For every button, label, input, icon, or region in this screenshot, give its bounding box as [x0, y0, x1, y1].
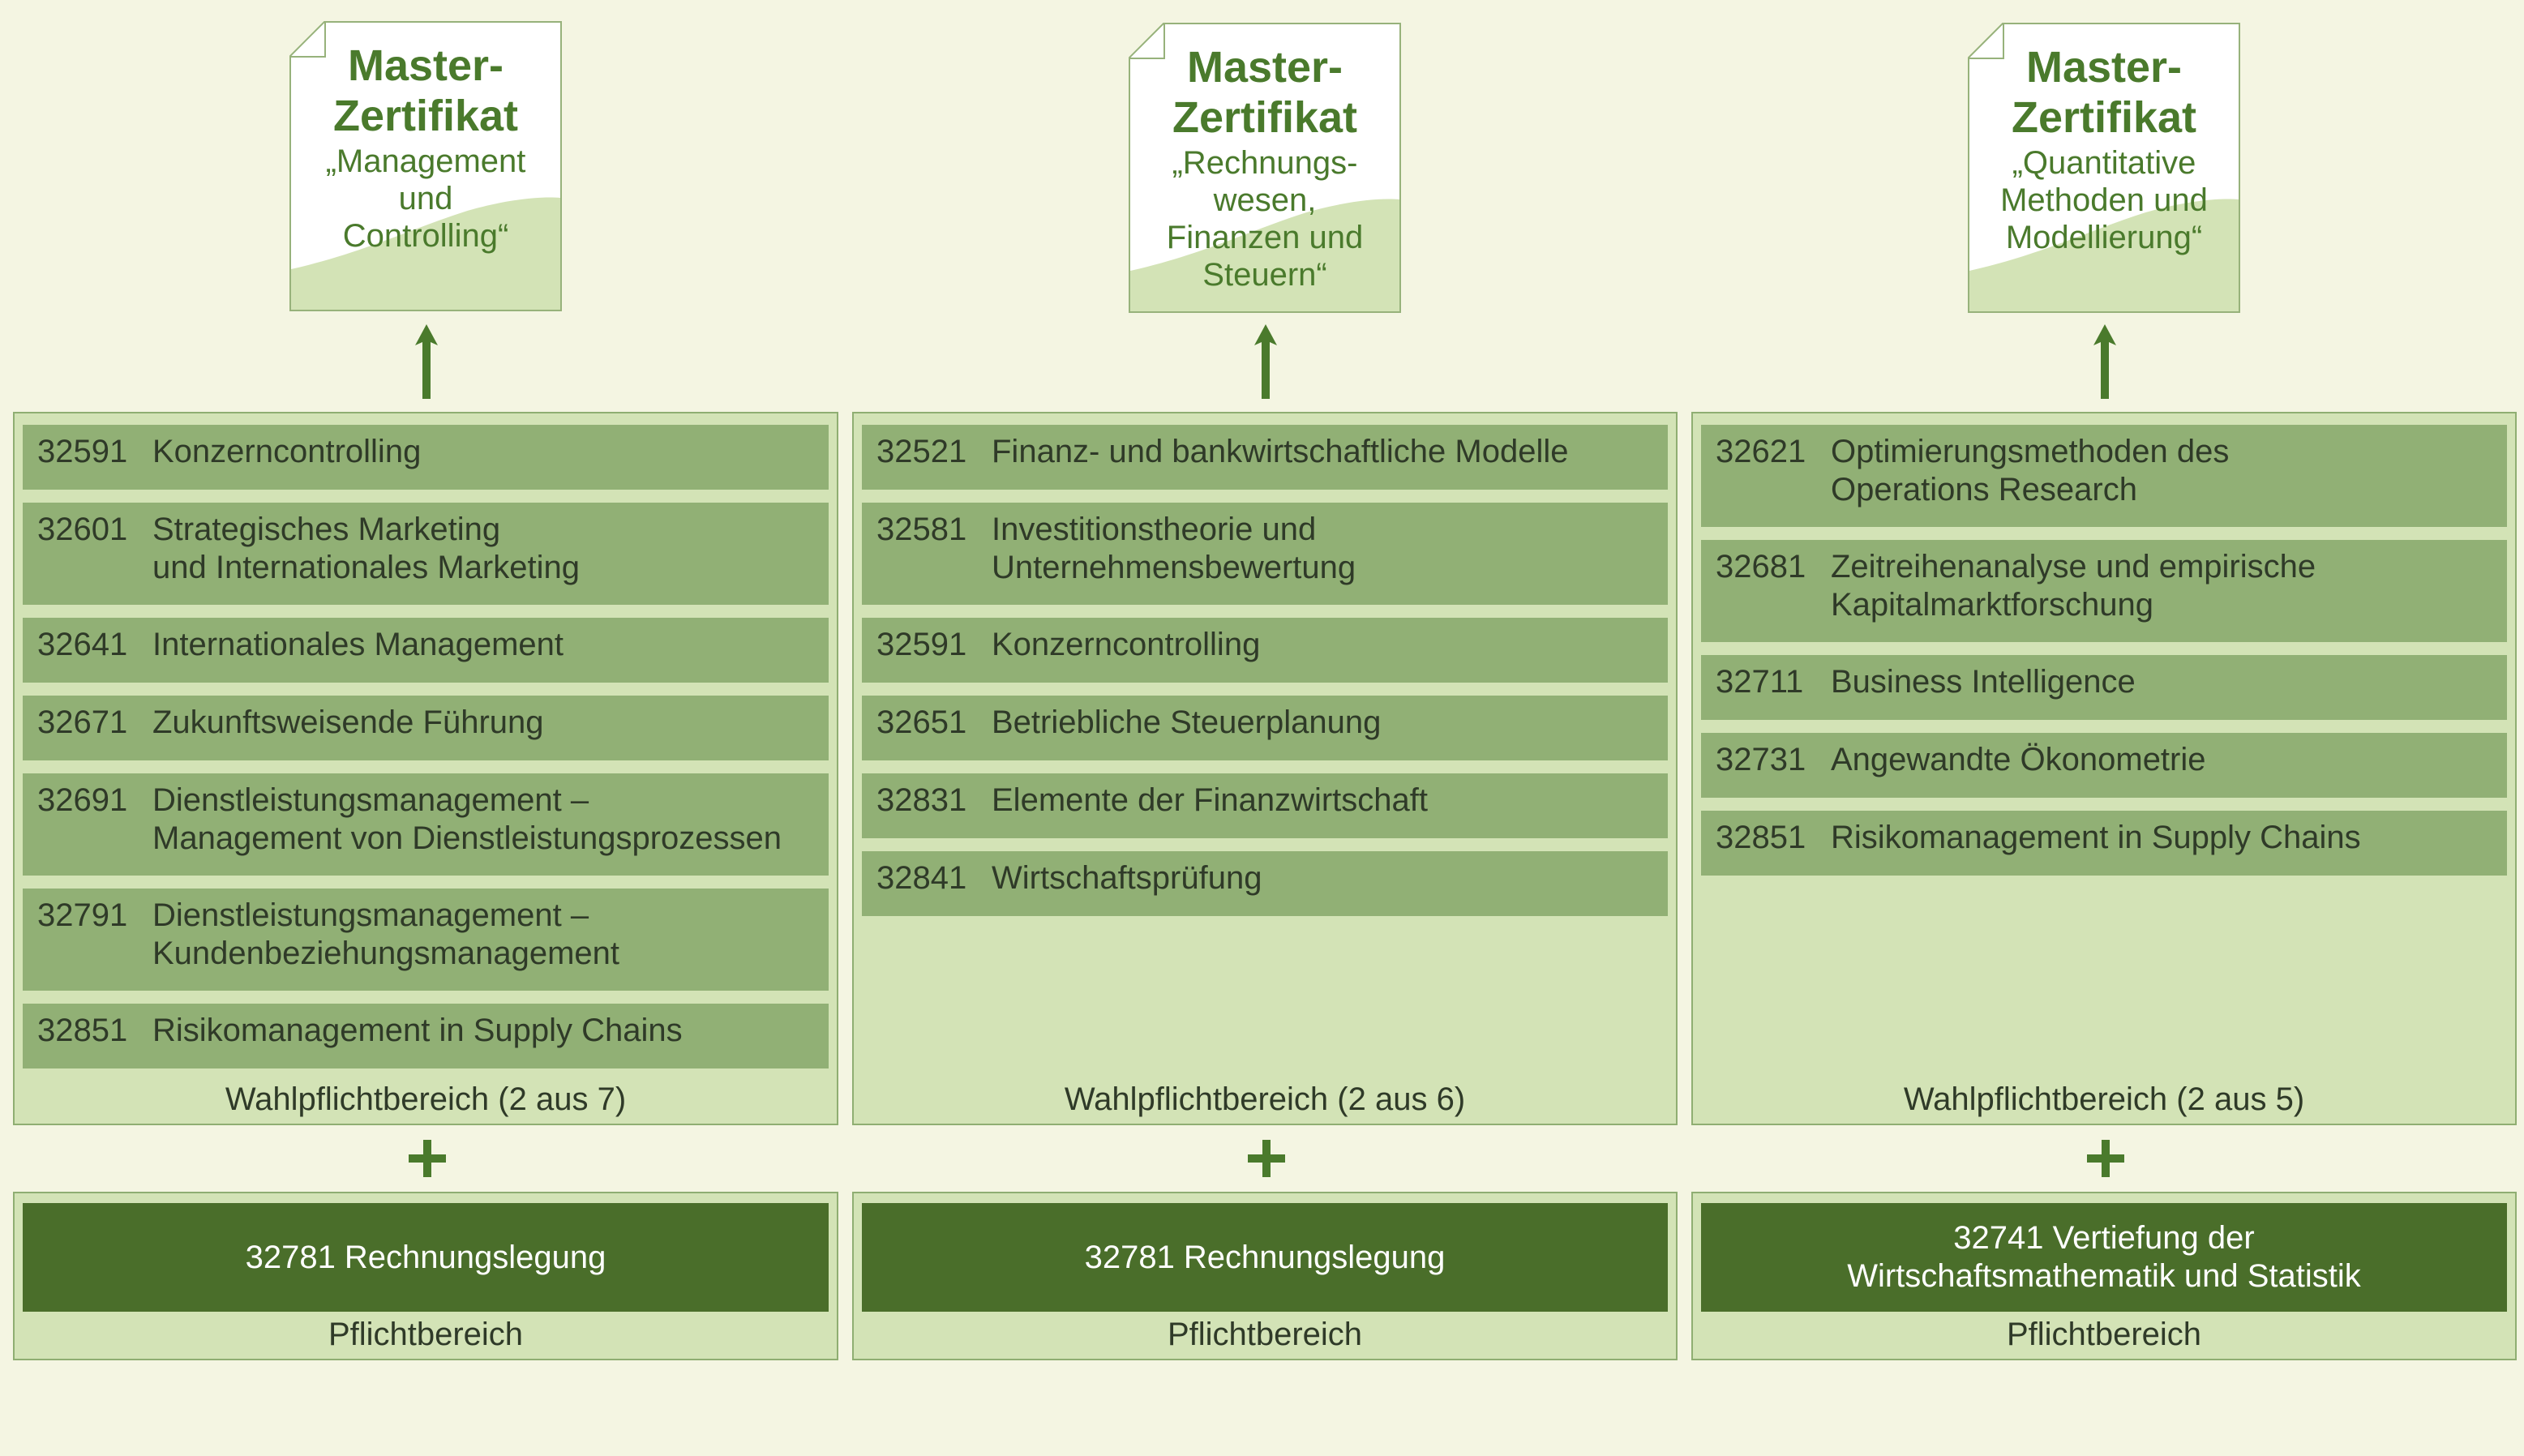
elective-area: 32521 Finanz- und bankwirtschaftliche Mo… — [852, 412, 1678, 1125]
module-item: 32791 Dienstleistungsmanagement – Kunden… — [23, 889, 829, 991]
module-item: 32681 Zeitreihenanalyse und empirische K… — [1701, 540, 2507, 642]
module-number: 32831 — [876, 782, 967, 818]
module-item: 32581 Investitionstheorie und Unternehme… — [862, 503, 1668, 605]
module-item: 32671 Zukunftsweisende Führung — [23, 696, 829, 760]
up-arrow-icon — [1254, 324, 1277, 399]
certificate-wave-decoration — [1969, 199, 2239, 311]
module-item: 32731 Angewandte Ökonometrie — [1701, 733, 2507, 798]
module-item: 32621 Optimierungsmethoden des Operation… — [1701, 425, 2507, 527]
module-title: Zukunftsweisende Führung — [152, 704, 544, 740]
module-number: 32851 — [1716, 820, 1806, 855]
module-number: 32711 — [1716, 664, 1804, 700]
mandatory-area: 32781 Rechnungslegung Pflichtbereich — [852, 1192, 1678, 1360]
module-item: 32691 Dienstleistungsmanagement – Manage… — [23, 773, 829, 876]
module-title: Investitionstheorie und Unternehmensbewe… — [992, 512, 1356, 585]
module-number: 32681 — [1716, 549, 1806, 585]
module-number: 32591 — [876, 627, 967, 662]
elective-area-label: Wahlpflichtbereich (2 aus 5) — [1903, 1081, 2305, 1117]
module-number: 32791 — [37, 897, 128, 933]
module-number: 32581 — [876, 512, 967, 547]
module-item: 32521 Finanz- und bankwirtschaftliche Mo… — [862, 425, 1668, 490]
up-arrow-icon — [415, 324, 438, 399]
module-item: 32651 Betriebliche Steuerplanung — [862, 696, 1668, 760]
module-item: 32851 Risikomanagement in Supply Chains — [23, 1004, 829, 1068]
module-title: Internationales Management — [152, 627, 564, 662]
module-title: Risikomanagement in Supply Chains — [1831, 820, 2361, 855]
module-item: 32591 Konzerncontrolling — [23, 425, 829, 490]
plus-icon — [2087, 1140, 2124, 1177]
module-title: Wirtschaftsprüfung — [992, 860, 1262, 896]
module-number: 32671 — [37, 704, 128, 740]
mandatory-module: 32781 Rechnungslegung — [23, 1203, 829, 1312]
module-title: Finanz- und bankwirtschaftliche Modelle — [992, 434, 1569, 469]
certificate-document: Master- Zertifikat „Rechnungs- wesen, Fi… — [1129, 23, 1401, 313]
module-item: 32641 Internationales Management — [23, 618, 829, 683]
elective-area: 32621 Optimierungsmethoden des Operation… — [1691, 412, 2517, 1125]
elective-area-label: Wahlpflichtbereich (2 aus 7) — [225, 1081, 627, 1117]
module-number: 32851 — [37, 1013, 128, 1048]
module-number: 32621 — [1716, 434, 1806, 469]
certificate-title-line1: Master- — [347, 41, 504, 90]
module-number: 32731 — [1716, 742, 1806, 777]
module-title: Optimierungsmethoden des Operations Rese… — [1831, 434, 2230, 507]
mandatory-module: 32781 Rechnungslegung — [862, 1203, 1668, 1312]
module-number: 32691 — [37, 782, 128, 818]
module-number: 32841 — [876, 860, 967, 896]
module-number: 32641 — [37, 627, 128, 662]
module-title: Zeitreihenanalyse und empirische Kapital… — [1831, 549, 2316, 623]
certificate-title-line2: Zertifikat — [2011, 93, 2197, 142]
certificate-wave-decoration — [1130, 199, 1399, 311]
certificate-document: Master- Zertifikat „Quantitative Methode… — [1968, 23, 2240, 313]
certificate-title-line2: Zertifikat — [1172, 93, 1358, 142]
certificate-column-management-controlling: Master- Zertifikat „Management und Contr… — [13, 0, 838, 1456]
module-item: 32841 Wirtschaftsprüfung — [862, 851, 1668, 916]
mandatory-area-label: Pflichtbereich — [328, 1317, 524, 1352]
module-item: 32851 Risikomanagement in Supply Chains — [1701, 811, 2507, 876]
module-title: Strategisches Marketing und Internationa… — [152, 512, 580, 585]
module-item: 32591 Konzerncontrolling — [862, 618, 1668, 683]
module-item: 32831 Elemente der Finanzwirtschaft — [862, 773, 1668, 838]
mandatory-area-label: Pflichtbereich — [1167, 1317, 1363, 1352]
certificate-title-line1: Master- — [2025, 43, 2183, 92]
elective-area-label: Wahlpflichtbereich (2 aus 6) — [1064, 1081, 1466, 1117]
plus-icon — [409, 1140, 446, 1177]
module-title: Angewandte Ökonometrie — [1831, 742, 2206, 777]
module-title: Betriebliche Steuerplanung — [992, 704, 1382, 740]
elective-area: 32591 Konzerncontrolling 32601 Strategis… — [13, 412, 838, 1125]
certificate-wave-decoration — [291, 197, 560, 310]
module-number: 32601 — [37, 512, 128, 547]
certificate-subtitle: „Management und Controlling“ — [325, 143, 526, 254]
module-title: Dienstleistungsmanagement – Management v… — [152, 782, 782, 856]
up-arrow-icon — [2093, 324, 2116, 399]
mandatory-area: 32781 Rechnungslegung Pflichtbereich — [13, 1192, 838, 1360]
certificate-subtitle: „Quantitative Methoden und Modellierung“ — [2000, 145, 2208, 255]
module-item: 32601 Strategisches Marketing und Intern… — [23, 503, 829, 605]
mandatory-area: 32741 Vertiefung der Wirtschaftsmathemat… — [1691, 1192, 2517, 1360]
mandatory-area-label: Pflichtbereich — [2006, 1317, 2202, 1352]
module-title: Business Intelligence — [1831, 664, 2136, 700]
module-title: Elemente der Finanzwirtschaft — [992, 782, 1429, 818]
module-number: 32651 — [876, 704, 967, 740]
module-title: Konzerncontrolling — [152, 434, 422, 469]
module-number: 32521 — [876, 434, 967, 469]
certificate-title-line1: Master- — [1186, 43, 1343, 92]
certificate-document: Master- Zertifikat „Management und Contr… — [289, 21, 562, 311]
module-title: Dienstleistungsmanagement – Kundenbezieh… — [152, 897, 619, 971]
certificate-column-rechnungswesen: Master- Zertifikat „Rechnungs- wesen, Fi… — [852, 0, 1678, 1456]
module-title: Risikomanagement in Supply Chains — [152, 1013, 683, 1048]
mandatory-module: 32741 Vertiefung der Wirtschaftsmathemat… — [1701, 1203, 2507, 1312]
module-title: Konzerncontrolling — [992, 627, 1261, 662]
module-item: 32711 Business Intelligence — [1701, 655, 2507, 720]
plus-icon — [1248, 1140, 1285, 1177]
certificate-subtitle: „Rechnungs- wesen, Finanzen und Steuern“ — [1166, 145, 1364, 293]
module-number: 32591 — [37, 434, 128, 469]
certificate-title-line2: Zertifikat — [332, 92, 519, 140]
certificate-column-quantitative-methoden: Master- Zertifikat „Quantitative Methode… — [1691, 0, 2517, 1456]
